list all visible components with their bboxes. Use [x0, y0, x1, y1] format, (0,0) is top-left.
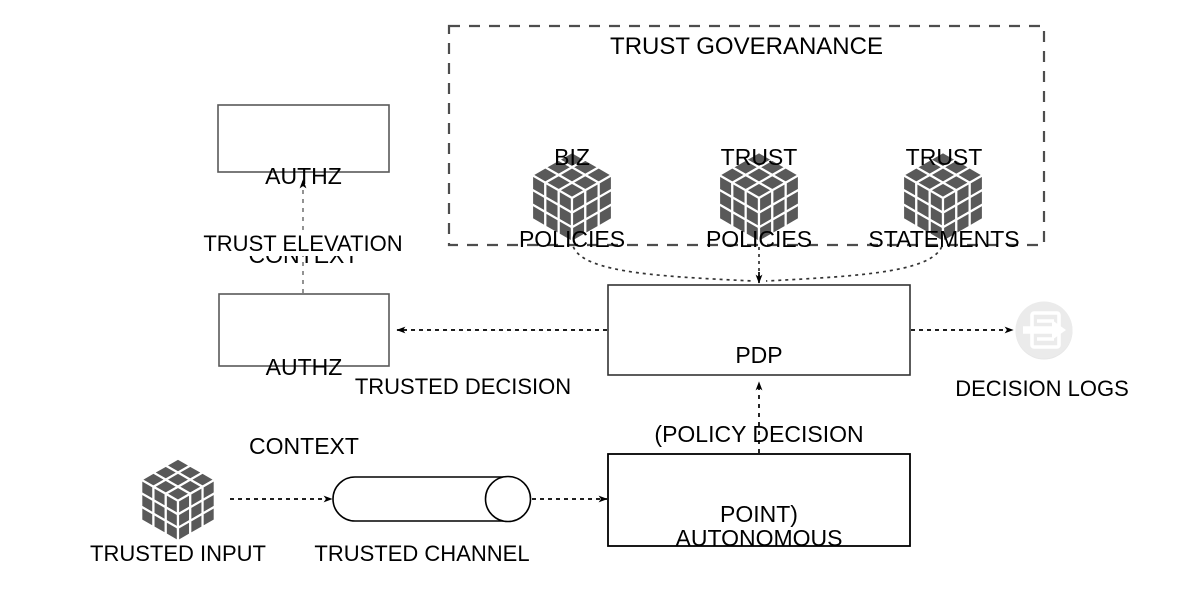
export-arrow-icon	[1023, 320, 1066, 340]
pdp-box[interactable]	[607, 284, 911, 376]
authz-context-top-box[interactable]	[217, 104, 390, 173]
autonomous-component-label: AUTONOMOUS COMPONENT	[608, 472, 910, 604]
pdp-line2: (POLICY DECISION	[654, 421, 864, 448]
biz-policies-label: BIZ POLICIES	[492, 90, 652, 307]
autonomous-component-box[interactable]	[607, 453, 911, 547]
biz-policies-label-line2: POLICIES	[518, 225, 626, 252]
authz-context-bottom-line2: CONTEXT	[249, 433, 359, 460]
cube-icon-biz-policies	[529, 150, 615, 244]
cube-icon-trust-statements	[900, 150, 986, 244]
trust-governance-container	[447, 24, 1046, 247]
trust-statements-label-line1: TRUST	[905, 144, 983, 171]
autonomous-component-line1: AUTONOMOUS	[675, 524, 843, 551]
authz-context-bottom-label: AUTHZ CONTEXT	[219, 301, 389, 513]
trust-statements-label: TRUST STATEMENTS	[858, 90, 1030, 307]
trust-policies-label: TRUST POLICIES	[679, 90, 839, 307]
trusted-decision-label: TRUSTED DECISION	[354, 374, 572, 399]
cylinder-icon	[332, 475, 532, 523]
decision-logs-icon-group[interactable]	[1015, 301, 1073, 360]
trust-policies-label-line2: POLICIES	[705, 225, 813, 252]
trusted-input-label: TRUSTED INPUT	[90, 541, 266, 566]
biz-policies-label-line1: BIZ	[554, 144, 590, 171]
pdp-line1: PDP	[735, 341, 783, 368]
trusted-channel-label: TRUSTED CHANNEL	[314, 541, 530, 566]
trust-statements-label-line2: STATEMENTS	[868, 225, 1020, 252]
pdp-label: PDP (POLICY DECISION POINT)	[608, 289, 910, 580]
cube-icon-trust-policies	[716, 150, 802, 244]
decision-logs-label: DECISION LOGS	[955, 376, 1129, 401]
authz-context-top-label: AUTHZ CONTEXT	[218, 110, 389, 322]
pdp-line3: POINT)	[720, 500, 798, 527]
trust-governance-title: TRUST GOVERANANCE	[610, 33, 883, 60]
trust-elevation-label: TRUST ELEVATION	[183, 231, 423, 257]
authz-context-top-line1: AUTHZ	[265, 162, 342, 189]
authz-context-bottom-line1: AUTHZ	[265, 353, 343, 380]
edge-biz-policies-to-pdp	[571, 239, 754, 282]
cube-icon-trusted-input	[138, 457, 218, 544]
edge-trust-statements-to-pdp	[765, 239, 944, 282]
trust-policies-label-line1: TRUST	[720, 144, 798, 171]
authz-context-bottom-box[interactable]	[218, 293, 390, 367]
